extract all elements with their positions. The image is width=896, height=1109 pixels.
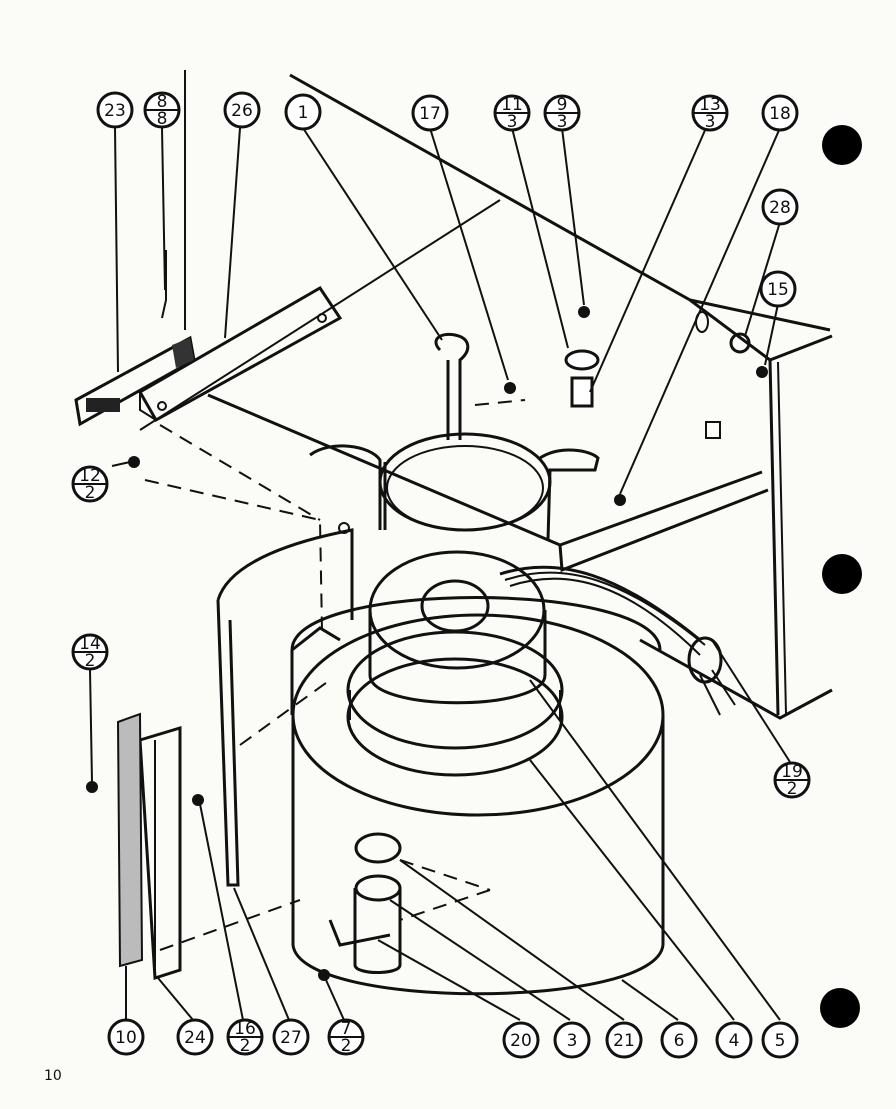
side-panel bbox=[216, 522, 354, 887]
callout-quantity: 2 bbox=[341, 1036, 352, 1056]
callout-circle bbox=[96, 91, 134, 129]
callout-circle bbox=[759, 270, 797, 308]
callout-14-2: 142 bbox=[71, 633, 109, 671]
page-number: 10 bbox=[44, 1068, 62, 1084]
callout-4: 4 bbox=[715, 1021, 753, 1059]
callout-1: 1 bbox=[284, 93, 322, 131]
side-bracket bbox=[138, 725, 182, 981]
callout-part-number: 16 bbox=[234, 1019, 256, 1039]
callout-circle bbox=[284, 93, 322, 131]
callout-circle bbox=[272, 1018, 310, 1056]
callout-11-3: 113 bbox=[493, 94, 531, 132]
callout-16-2: 162 bbox=[226, 1018, 264, 1056]
callout-circle bbox=[715, 1021, 753, 1059]
callout-21: 21 bbox=[605, 1021, 643, 1059]
callout-23: 23 bbox=[96, 91, 134, 129]
callout-quantity: 2 bbox=[85, 651, 96, 671]
callout-quantity: 3 bbox=[507, 112, 518, 132]
callout-circle bbox=[553, 1021, 591, 1059]
callout-part-number: 14 bbox=[79, 634, 101, 654]
fasteners bbox=[86, 306, 768, 981]
capacitor bbox=[328, 832, 402, 974]
callout-circle bbox=[107, 1018, 145, 1056]
callout-13-3: 133 bbox=[691, 94, 729, 132]
callout-5: 5 bbox=[761, 1021, 799, 1059]
binder-hole-bottom bbox=[820, 988, 860, 1028]
callout-part-number: 4 bbox=[729, 1031, 740, 1051]
callout-part-number: 28 bbox=[769, 198, 791, 218]
callout-part-number: 13 bbox=[699, 95, 721, 115]
callout-6: 6 bbox=[660, 1021, 698, 1059]
callout-quantity: 3 bbox=[705, 112, 716, 132]
callout-part-number: 17 bbox=[419, 104, 441, 124]
callout-part-number: 1 bbox=[298, 103, 309, 123]
callout-12-2: 122 bbox=[71, 465, 109, 503]
callout-quantity: 2 bbox=[85, 483, 96, 503]
callout-part-number: 21 bbox=[613, 1031, 635, 1051]
callout-26: 26 bbox=[223, 91, 261, 129]
callout-part-number: 6 bbox=[674, 1031, 685, 1051]
callout-part-number: 18 bbox=[769, 104, 791, 124]
side-seal bbox=[116, 712, 144, 968]
callout-24: 24 bbox=[176, 1018, 214, 1056]
callout-circle bbox=[761, 188, 799, 226]
binder-hole-top bbox=[822, 125, 862, 165]
callout-circle bbox=[761, 1021, 799, 1059]
callout-part-number: 8 bbox=[157, 92, 168, 112]
callout-18: 18 bbox=[761, 94, 799, 132]
callout-28: 28 bbox=[761, 188, 799, 226]
callout-circle bbox=[605, 1021, 643, 1059]
callout-19-2: 192 bbox=[773, 761, 811, 799]
callout-part-number: 5 bbox=[775, 1031, 786, 1051]
callout-15: 15 bbox=[759, 270, 797, 308]
callout-quantity: 8 bbox=[157, 109, 168, 129]
callout-quantity: 2 bbox=[240, 1036, 251, 1056]
callout-circle bbox=[761, 94, 799, 132]
callout-part-number: 23 bbox=[104, 101, 126, 121]
leader-lines bbox=[89, 127, 791, 1021]
callout-circle bbox=[502, 1021, 540, 1059]
binder-hole-middle bbox=[822, 554, 862, 594]
callout-part-number: 15 bbox=[767, 280, 789, 300]
callout-part-number: 19 bbox=[781, 762, 803, 782]
top-bracket bbox=[137, 285, 343, 423]
callout-circle bbox=[176, 1018, 214, 1056]
callout-circle bbox=[411, 94, 449, 132]
wire-harness bbox=[499, 565, 736, 716]
callout-quantity: 3 bbox=[557, 112, 568, 132]
alignment-lines bbox=[144, 399, 526, 951]
cabinet-panel bbox=[139, 73, 833, 720]
callout-part-number: 27 bbox=[280, 1028, 302, 1048]
mounting-ring bbox=[309, 332, 600, 541]
callout-circle bbox=[223, 91, 261, 129]
callout-part-number: 3 bbox=[567, 1031, 578, 1051]
filter-pad bbox=[74, 335, 196, 427]
callout-part-number: 20 bbox=[510, 1031, 532, 1051]
callout-part-number: 12 bbox=[79, 466, 101, 486]
callout-part-number: 10 bbox=[115, 1028, 137, 1048]
callout-8-8: 88 bbox=[143, 91, 181, 129]
callout-circle bbox=[660, 1021, 698, 1059]
callout-20: 20 bbox=[502, 1021, 540, 1059]
callout-9-3: 93 bbox=[543, 94, 581, 132]
callout-3: 3 bbox=[553, 1021, 591, 1059]
callout-part-number: 24 bbox=[184, 1028, 206, 1048]
callout-part-number: 9 bbox=[557, 95, 568, 115]
callout-part-number: 7 bbox=[341, 1019, 352, 1039]
callout-part-number: 11 bbox=[501, 95, 523, 115]
blower-housing bbox=[290, 596, 665, 996]
blower-motor bbox=[368, 550, 547, 705]
callout-10: 10 bbox=[107, 1018, 145, 1056]
callout-7-2: 72 bbox=[327, 1018, 365, 1056]
callout-part-number: 26 bbox=[231, 101, 253, 121]
callout-27: 27 bbox=[272, 1018, 310, 1056]
callout-quantity: 2 bbox=[787, 779, 798, 799]
callout-17: 17 bbox=[411, 94, 449, 132]
